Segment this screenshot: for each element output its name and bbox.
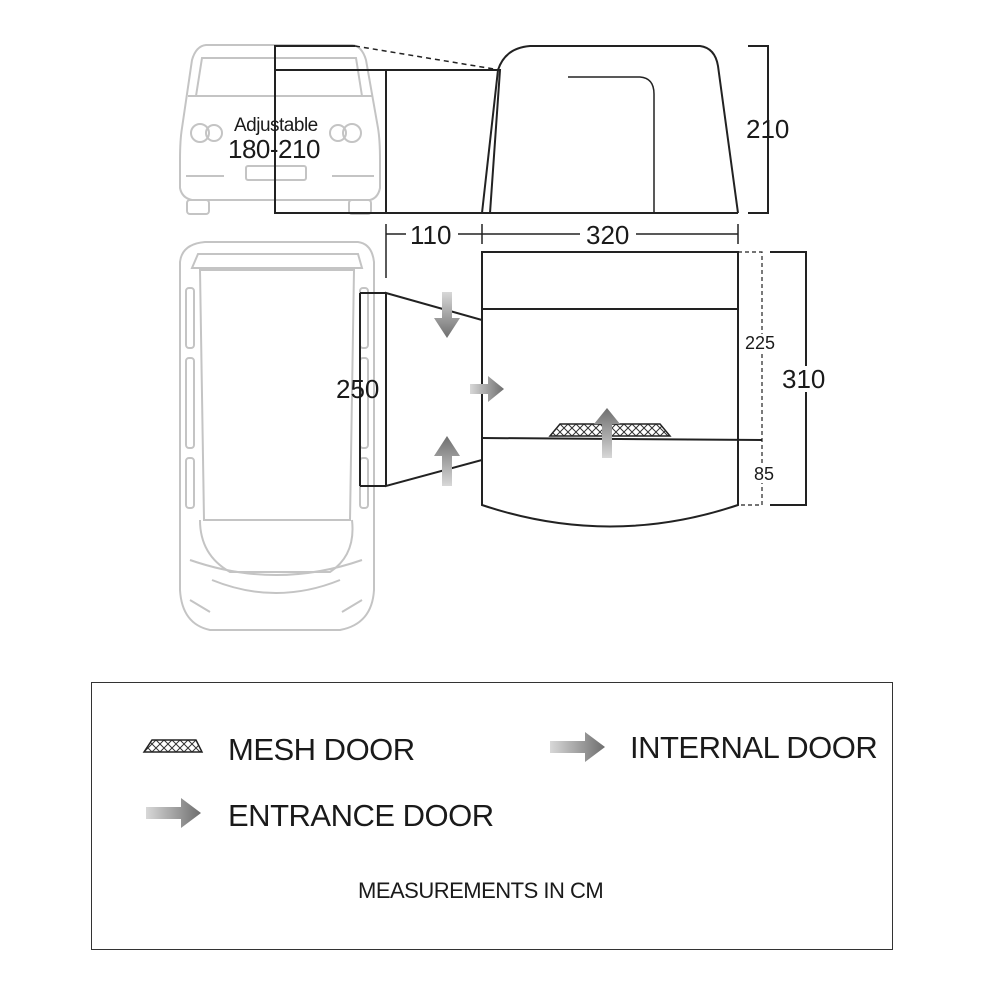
entrance-door-arrow-bottom [434, 436, 460, 486]
adjustable-range: 180-210 [228, 134, 320, 164]
entrance-door-arrow-top [434, 292, 460, 338]
mesh-door-icon [142, 739, 204, 753]
legend-box [91, 682, 893, 950]
tent-plan-view [359, 251, 807, 528]
tent-front-elevation [274, 45, 769, 214]
main-depth-dimension: 310 [782, 364, 826, 394]
entrance-door-label: ENTRANCE DOOR [228, 798, 494, 833]
van-top-outline [179, 241, 375, 631]
adjustable-label: Adjustable [234, 115, 318, 136]
internal-door-label: INTERNAL DOOR [630, 730, 878, 765]
van-rear-outline [179, 44, 381, 215]
internal-door-arrow-icon [550, 732, 605, 762]
entrance-door-arrow-icon [146, 798, 201, 828]
upper-depth-dimension: 225 [745, 333, 776, 353]
entrance-door-arrow-mesh [594, 408, 620, 458]
main-width-dimension: 320 [586, 220, 630, 250]
annex-width-dimension: 110 [410, 220, 452, 250]
measurements-note: MEASUREMENTS IN CM [358, 878, 604, 903]
mesh-door-label: MESH DOOR [228, 732, 415, 767]
front-dimension-lines [385, 224, 739, 278]
lower-depth-dimension: 85 [754, 464, 775, 484]
annex-depth-dimension: 250 [336, 374, 380, 404]
height-dimension: 210 [746, 114, 790, 144]
internal-door-arrow-plan [470, 376, 504, 402]
